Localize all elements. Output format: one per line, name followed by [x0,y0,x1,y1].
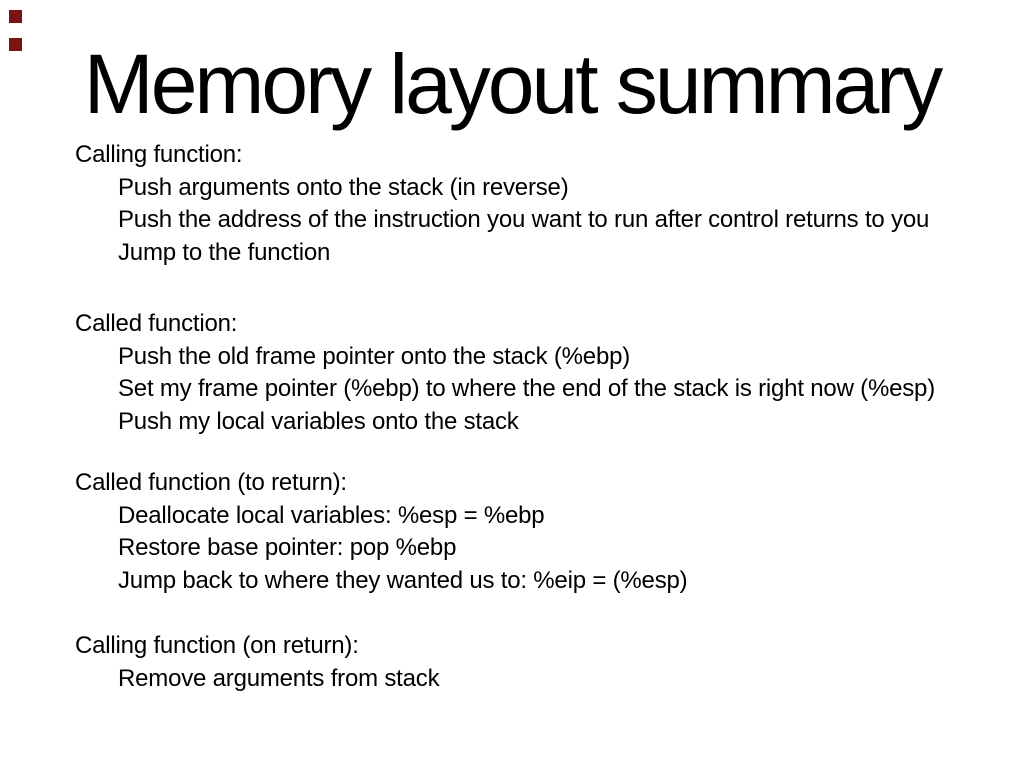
block-item: Restore base pointer: pop %ebp [118,534,457,562]
block-header: Called function: [75,310,238,337]
text-block: Calling function (on return): Remove argu… [75,630,1014,695]
block-item: Set my frame pointer (%ebp) to where the… [118,375,935,403]
block-item: Push the address of the instruction you … [118,206,930,234]
block-item: Push the old frame pointer onto the stac… [118,342,631,370]
block-header: Calling function: [75,141,243,168]
slide-title: Memory layout summary [83,37,944,131]
block-item: Deallocate local variables: %esp = %ebp [118,501,545,529]
block-header: Calling function (on return): [75,632,359,659]
text-block: Calling function: Push arguments onto the… [75,139,1014,269]
block-item: Remove arguments from stack [118,664,440,692]
corner-marker-square [9,38,22,51]
block-item: Jump back to where they wanted us to: %e… [118,566,688,594]
block-item: Push my local variables onto the stack [118,407,519,435]
text-block: Called function: Push the old frame point… [75,308,1014,438]
text-block: Called function (to return): Deallocate l… [75,467,1014,597]
block-item: Jump to the function [118,238,331,266]
block-header: Called function (to return): [75,469,347,496]
block-item: Push arguments onto the stack (in revers… [118,173,569,201]
corner-marker-square [9,10,22,23]
